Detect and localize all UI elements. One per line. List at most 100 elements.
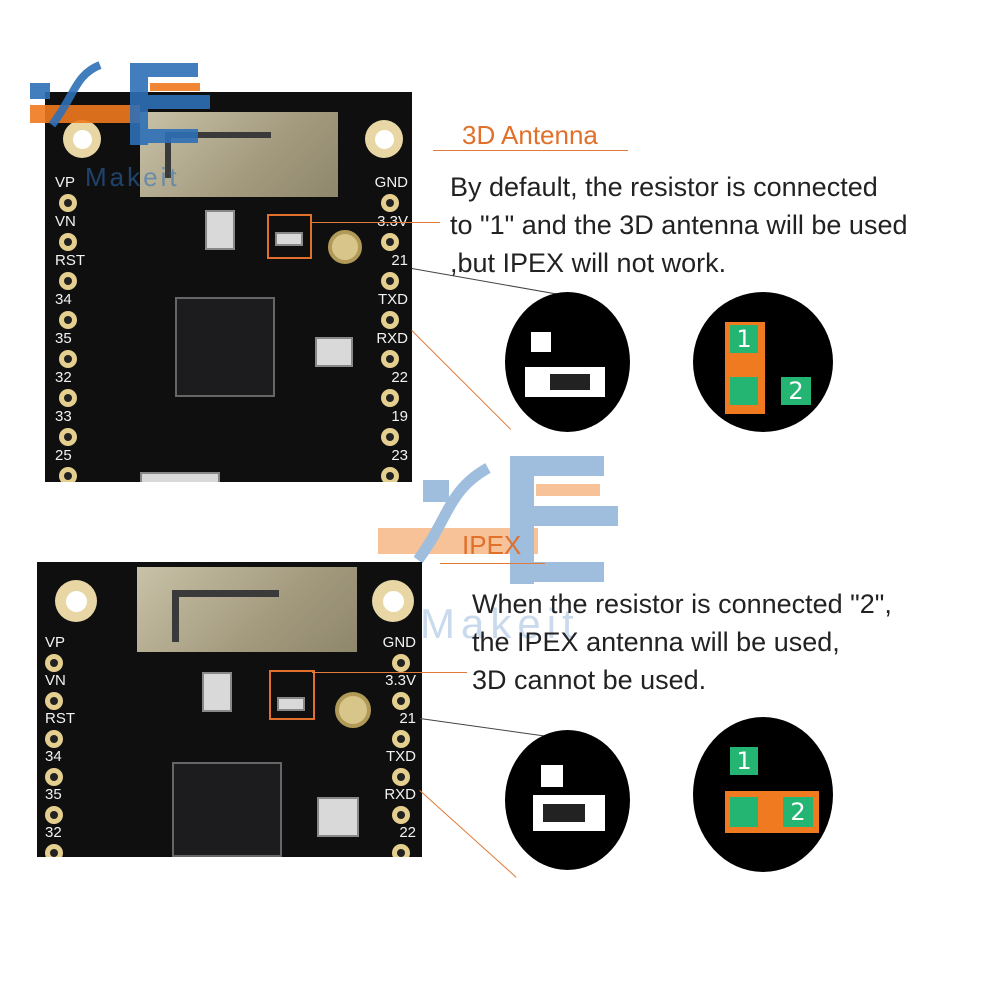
header-pin-label: 34 — [45, 748, 62, 765]
top-jumper-pad-common — [730, 377, 758, 405]
header-pin-label: 21 — [399, 710, 416, 727]
bottom-jumper-pad-common — [730, 797, 758, 827]
header-pin-pad — [392, 806, 410, 824]
top-antenna-shield — [140, 112, 338, 197]
bottom-leader-line — [419, 790, 517, 878]
header-pin-label: RST — [45, 710, 75, 727]
header-pin-label: GND — [382, 634, 416, 651]
header-pin-label: VP — [55, 174, 76, 191]
header-pin-pad — [381, 389, 399, 407]
bottom-leader-line — [312, 672, 467, 673]
header-pin-label: 35 — [55, 330, 72, 347]
header-pin-pad — [392, 692, 410, 710]
header-pin-pad — [381, 233, 399, 251]
bottom-description: When the resistor is connected "2", the … — [472, 589, 892, 695]
header-pin-pad — [45, 654, 63, 672]
header-pin-pad — [59, 194, 77, 212]
bottom-zoom-pad — [541, 765, 563, 787]
top-zoom-pad — [531, 332, 551, 352]
header-pin-label: RXD — [384, 786, 416, 803]
top-mount-hole-right — [365, 120, 403, 158]
top-smd — [205, 210, 235, 250]
top-heading-underline — [433, 150, 628, 151]
header-pin-label: 34 — [55, 291, 72, 308]
top-leader-line — [411, 330, 511, 430]
header-pin-label: RST — [55, 252, 85, 269]
header-pin-pad — [45, 844, 63, 857]
bottom-antenna-trace — [172, 590, 279, 642]
top-smd — [140, 472, 220, 482]
top-mount-hole-left — [63, 120, 101, 158]
top-jumper-pad-2: 2 — [781, 377, 811, 405]
bottom-mount-hole-left — [55, 580, 97, 622]
header-pin-label: 33 — [55, 408, 72, 425]
header-pin-pad — [381, 428, 399, 446]
bottom-heading: IPEX — [462, 530, 522, 560]
brand-logo-middle — [378, 450, 618, 590]
header-pin-label: GND — [374, 174, 408, 191]
header-pin-pad — [59, 467, 77, 482]
brand-logo-top — [30, 55, 210, 145]
top-leader-line — [312, 222, 440, 223]
top-resistor-zoom — [505, 292, 630, 432]
bottom-esp32-chip — [172, 762, 282, 857]
header-pin-label: 32 — [55, 369, 72, 386]
header-pin-pad — [381, 467, 399, 482]
top-esp32-chip — [175, 297, 275, 397]
bottom-resistor-highlight — [269, 670, 315, 720]
header-pin-label: VP — [45, 634, 66, 651]
header-pin-pad — [59, 350, 77, 368]
header-pin-pad — [381, 194, 399, 212]
header-pin-label: 25 — [55, 447, 72, 464]
makeit-logo-icon — [30, 61, 210, 145]
bottom-jumper-diagram: 1 2 — [693, 717, 833, 872]
header-pin-label: 19 — [391, 408, 408, 425]
bottom-ipex-connector — [335, 692, 371, 728]
top-smd — [275, 232, 303, 246]
bottom-jumper-pad-2: 2 — [783, 797, 813, 827]
bottom-mount-hole-right — [372, 580, 414, 622]
top-smd — [315, 337, 353, 367]
header-pin-pad — [45, 768, 63, 786]
header-pin-pad — [59, 233, 77, 251]
header-pin-pad — [392, 844, 410, 857]
header-pin-pad — [59, 311, 77, 329]
header-pin-pad — [381, 311, 399, 329]
header-pin-pad — [392, 654, 410, 672]
header-pin-label: VN — [45, 672, 66, 689]
header-pin-label: TXD — [386, 748, 416, 765]
header-pin-label: 22 — [391, 369, 408, 386]
top-resistor-highlight — [267, 214, 312, 259]
header-pin-pad — [45, 730, 63, 748]
header-pin-label: 23 — [391, 447, 408, 464]
header-pin-label: 32 — [45, 824, 62, 841]
header-pin-pad — [381, 350, 399, 368]
bottom-smd — [202, 672, 232, 712]
header-pin-label: 3.3V — [385, 672, 416, 689]
header-pin-pad — [381, 272, 399, 290]
header-pin-pad — [45, 692, 63, 710]
bottom-zoom-resistor — [543, 804, 585, 822]
top-antenna-trace — [165, 132, 271, 178]
header-pin-label: 35 — [45, 786, 62, 803]
header-pin-pad — [45, 806, 63, 824]
header-pin-pad — [59, 272, 77, 290]
header-pin-label: 3.3V — [377, 213, 408, 230]
header-pin-label: VN — [55, 213, 76, 230]
header-pin-label: RXD — [376, 330, 408, 347]
header-pin-pad — [392, 730, 410, 748]
bottom-smd — [277, 697, 305, 711]
makeit-logo-icon — [378, 456, 618, 584]
header-pin-label: 21 — [391, 252, 408, 269]
header-pin-pad — [59, 428, 77, 446]
top-jumper-diagram: 1 2 — [693, 292, 833, 432]
top-description: By default, the resistor is connected to… — [450, 172, 908, 278]
top-ipex-connector — [328, 230, 362, 264]
brand-wordmark-top: Makeit — [85, 162, 180, 192]
header-pin-label: 22 — [399, 824, 416, 841]
header-pin-pad — [392, 768, 410, 786]
top-jumper-pad-1: 1 — [730, 325, 758, 353]
header-pin-label: TXD — [378, 291, 408, 308]
